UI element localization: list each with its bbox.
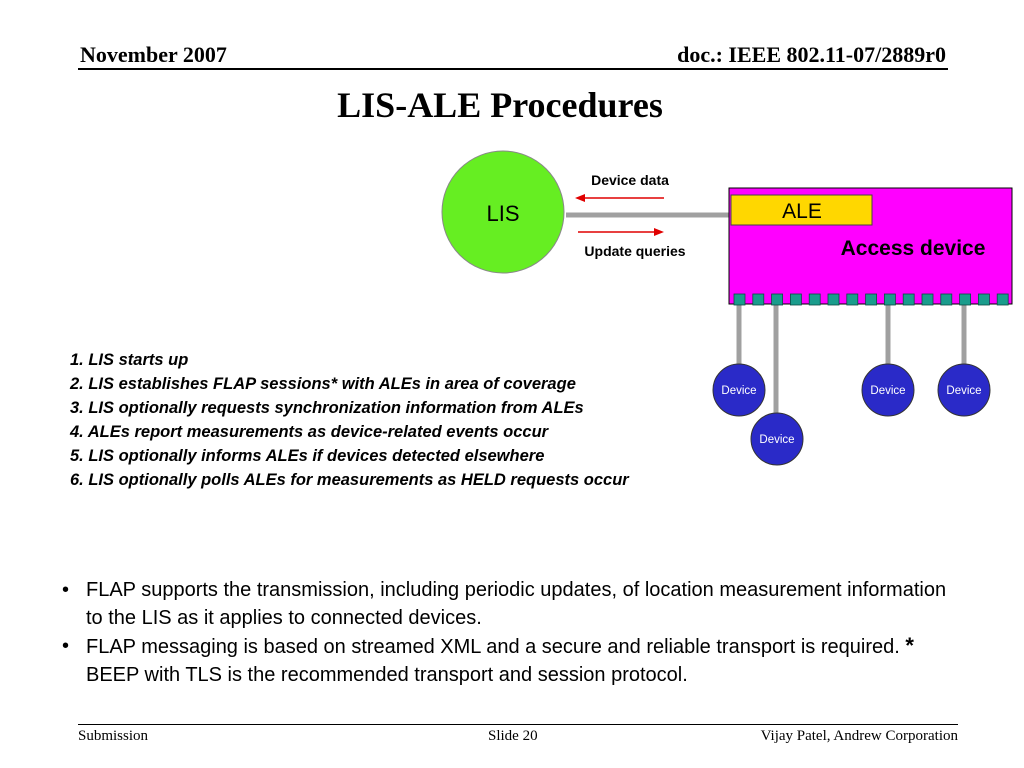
port-square [921, 293, 934, 306]
device-node-4-label: Device [946, 385, 981, 397]
bullet-dot-icon: • [62, 635, 70, 657]
ale-label: ALE [782, 200, 822, 223]
footer-author: Vijay Patel, Andrew Corporation [760, 728, 958, 744]
header-date: November 2007 [80, 42, 227, 67]
step-item: 4. ALEs report measurements as device-re… [70, 423, 549, 441]
ale-box [730, 194, 873, 226]
step-item: 6. LIS optionally polls ALEs for measure… [70, 471, 629, 489]
port-square [865, 293, 877, 306]
device-node-3-label: Device [870, 385, 905, 397]
footer-slide-number: Slide 20 [488, 728, 538, 744]
device-data-arrowhead [575, 194, 585, 202]
bullet-text-1: FLAP supports the transmission, includin… [86, 579, 947, 629]
port-square [978, 293, 990, 306]
port-square [959, 293, 971, 306]
access-device-label: Access device [841, 237, 986, 260]
port-square [996, 293, 1009, 306]
bullet-item-2: • FLAP messaging is based on streamed XM… [62, 632, 962, 689]
slide-title: LIS-ALE Procedures [337, 85, 663, 125]
port-square [752, 293, 765, 306]
device-node-1-label: Device [721, 385, 756, 397]
step-item: 1. LIS starts up [70, 351, 189, 369]
update-queries-arrowhead [654, 228, 664, 236]
lis-node [441, 150, 565, 274]
lis-node-label: LIS [486, 201, 519, 226]
bullet-text-2a: FLAP messaging is based on streamed XML … [86, 636, 900, 658]
bullet-text-2b: BEEP with TLS is the recommended transpo… [86, 664, 688, 686]
header-rule [78, 68, 948, 70]
port-row [733, 293, 1009, 306]
lis-ale-diagram: LIS Device data Update queries ALE Acces… [441, 150, 1013, 466]
port-square [884, 293, 896, 306]
procedure-steps: 1. LIS starts up 2. LIS establishes FLAP… [70, 348, 629, 492]
bullet-list: • FLAP supports the transmission, includ… [62, 576, 962, 689]
device-node-1 [712, 363, 766, 417]
bullet-item-1: • FLAP supports the transmission, includ… [62, 576, 962, 632]
device-node-2-label: Device [759, 434, 794, 446]
bullet-dot-icon: • [62, 579, 70, 601]
footnote-star: * [905, 633, 914, 658]
port-square [790, 293, 802, 306]
port-square [771, 293, 783, 306]
port-square [827, 293, 840, 306]
device-node-4 [937, 363, 991, 417]
port-square [846, 293, 859, 306]
port-square [902, 293, 915, 306]
step-item: 5. LIS optionally informs ALEs if device… [70, 447, 545, 465]
device-node-2 [750, 412, 804, 466]
port-square [808, 293, 821, 306]
port-square [940, 293, 953, 306]
device-node-3 [861, 363, 915, 417]
step-item: 3. LIS optionally requests synchronizati… [70, 399, 584, 417]
footer-rule [78, 724, 958, 725]
footer-submission: Submission [78, 728, 149, 744]
port-square [733, 293, 746, 306]
update-queries-label: Update queries [584, 243, 685, 259]
header-doc-id: doc.: IEEE 802.11-07/2889r0 [677, 42, 946, 67]
step-item: 2. LIS establishes FLAP sessions* with A… [70, 375, 576, 393]
device-data-label: Device data [591, 172, 669, 188]
